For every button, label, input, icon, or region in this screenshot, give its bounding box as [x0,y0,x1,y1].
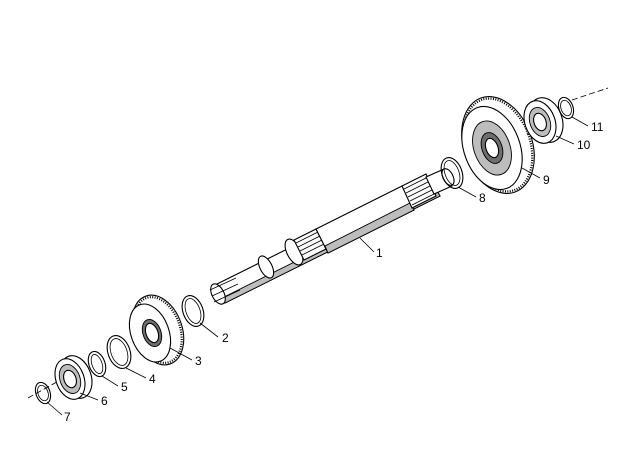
callout-2: 2 [222,331,229,345]
shaft-left-spline [209,277,241,305]
main-shaft [209,168,455,305]
callout-5: 5 [121,380,128,394]
large-gear-9 [461,96,535,194]
callout-8: 8 [479,191,486,205]
callout-7: 7 [64,410,71,424]
ring-4 [106,335,132,369]
callout-4: 4 [149,372,156,386]
leader-lines [46,116,589,416]
callout-11: 11 [591,120,604,134]
bearing-6 [54,355,93,400]
shaft-right-spline [401,173,437,209]
snap-ring-2 [181,295,205,327]
callout-3: 3 [195,354,202,368]
callout-1: 1 [376,246,383,260]
snap-ring-5 [87,350,107,378]
callout-6: 6 [101,394,108,408]
snap-ring-7 [34,381,52,405]
small-gear-3 [128,294,185,366]
callout-10: 10 [577,138,591,152]
snap-ring-11 [557,96,575,120]
bearing-10 [523,97,564,144]
callout-9: 9 [543,173,550,187]
shaft-mid-spline [293,228,327,261]
snap-ring-8 [440,157,464,189]
